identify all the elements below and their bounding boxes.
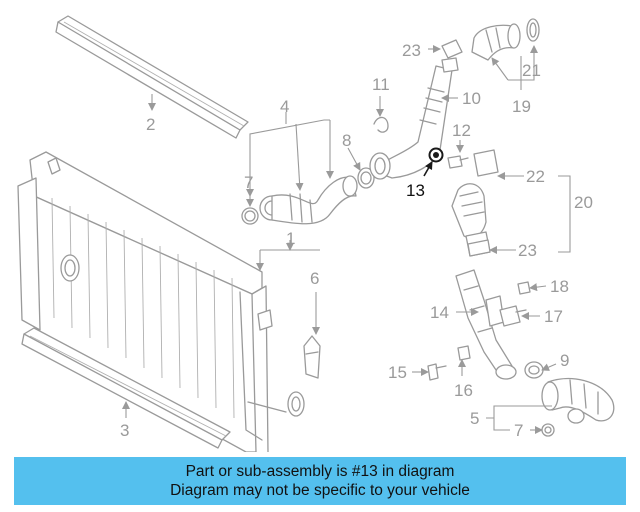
retaining-clip — [303, 335, 321, 379]
leader-lines — [122, 45, 571, 434]
callout-22: 22 — [526, 167, 545, 186]
callout-23-lower: 23 — [518, 241, 537, 260]
callout-10: 10 — [462, 89, 481, 108]
lower-intake-pipe — [455, 269, 517, 380]
bolt-18 — [517, 281, 531, 295]
hose-5 — [541, 378, 615, 437]
callout-23-top: 23 — [402, 41, 421, 60]
nut-16 — [457, 345, 471, 361]
callout-17: 17 — [544, 307, 563, 326]
callout-11: 11 — [372, 75, 390, 94]
callout-15: 15 — [388, 363, 407, 382]
clamp-9 — [524, 361, 544, 379]
callout-21: 21 — [522, 61, 541, 80]
parts-diagram: 1 2 3 4 5 6 7 7 8 9 10 11 12 13 14 15 16… — [17, 15, 615, 452]
charge-hose-left — [241, 167, 375, 225]
turbo-hose-top — [471, 18, 540, 61]
info-banner: Part or sub-assembly is #13 in diagram D… — [14, 457, 626, 505]
callout-2: 2 — [146, 115, 155, 134]
banner-line-2: Diagram may not be specific to your vehi… — [170, 482, 470, 499]
sensor-17 — [499, 305, 527, 327]
callout-14: 14 — [430, 303, 449, 322]
callout-labels: 1 2 3 4 5 6 7 7 8 9 10 11 12 13 14 15 16… — [120, 41, 593, 440]
callout-13: 13 — [406, 181, 425, 200]
callout-1: 1 — [286, 229, 295, 248]
banner-line-1: Part or sub-assembly is #13 in diagram — [185, 463, 455, 480]
part-13-seal — [428, 147, 444, 163]
callout-7-right: 7 — [514, 421, 523, 440]
spring-clamp — [373, 116, 389, 133]
callout-18: 18 — [550, 277, 569, 296]
bolt-15 — [427, 363, 447, 381]
air-guide-lower — [21, 327, 231, 449]
callout-8: 8 — [342, 131, 351, 150]
callout-7-left: 7 — [244, 173, 253, 192]
air-guide-upper — [55, 15, 249, 139]
callout-16: 16 — [454, 381, 473, 400]
part-13-leader — [423, 161, 433, 177]
callout-19: 19 — [512, 97, 531, 116]
callout-3: 3 — [120, 421, 129, 440]
bolt-12 — [447, 155, 469, 169]
callout-20: 20 — [574, 193, 593, 212]
intercooler — [17, 151, 305, 452]
callout-5: 5 — [470, 409, 479, 428]
callout-9: 9 — [560, 351, 569, 370]
callout-12: 12 — [452, 121, 471, 140]
callout-6: 6 — [310, 269, 319, 288]
bracket-top — [441, 39, 463, 59]
callout-4: 4 — [280, 97, 289, 116]
